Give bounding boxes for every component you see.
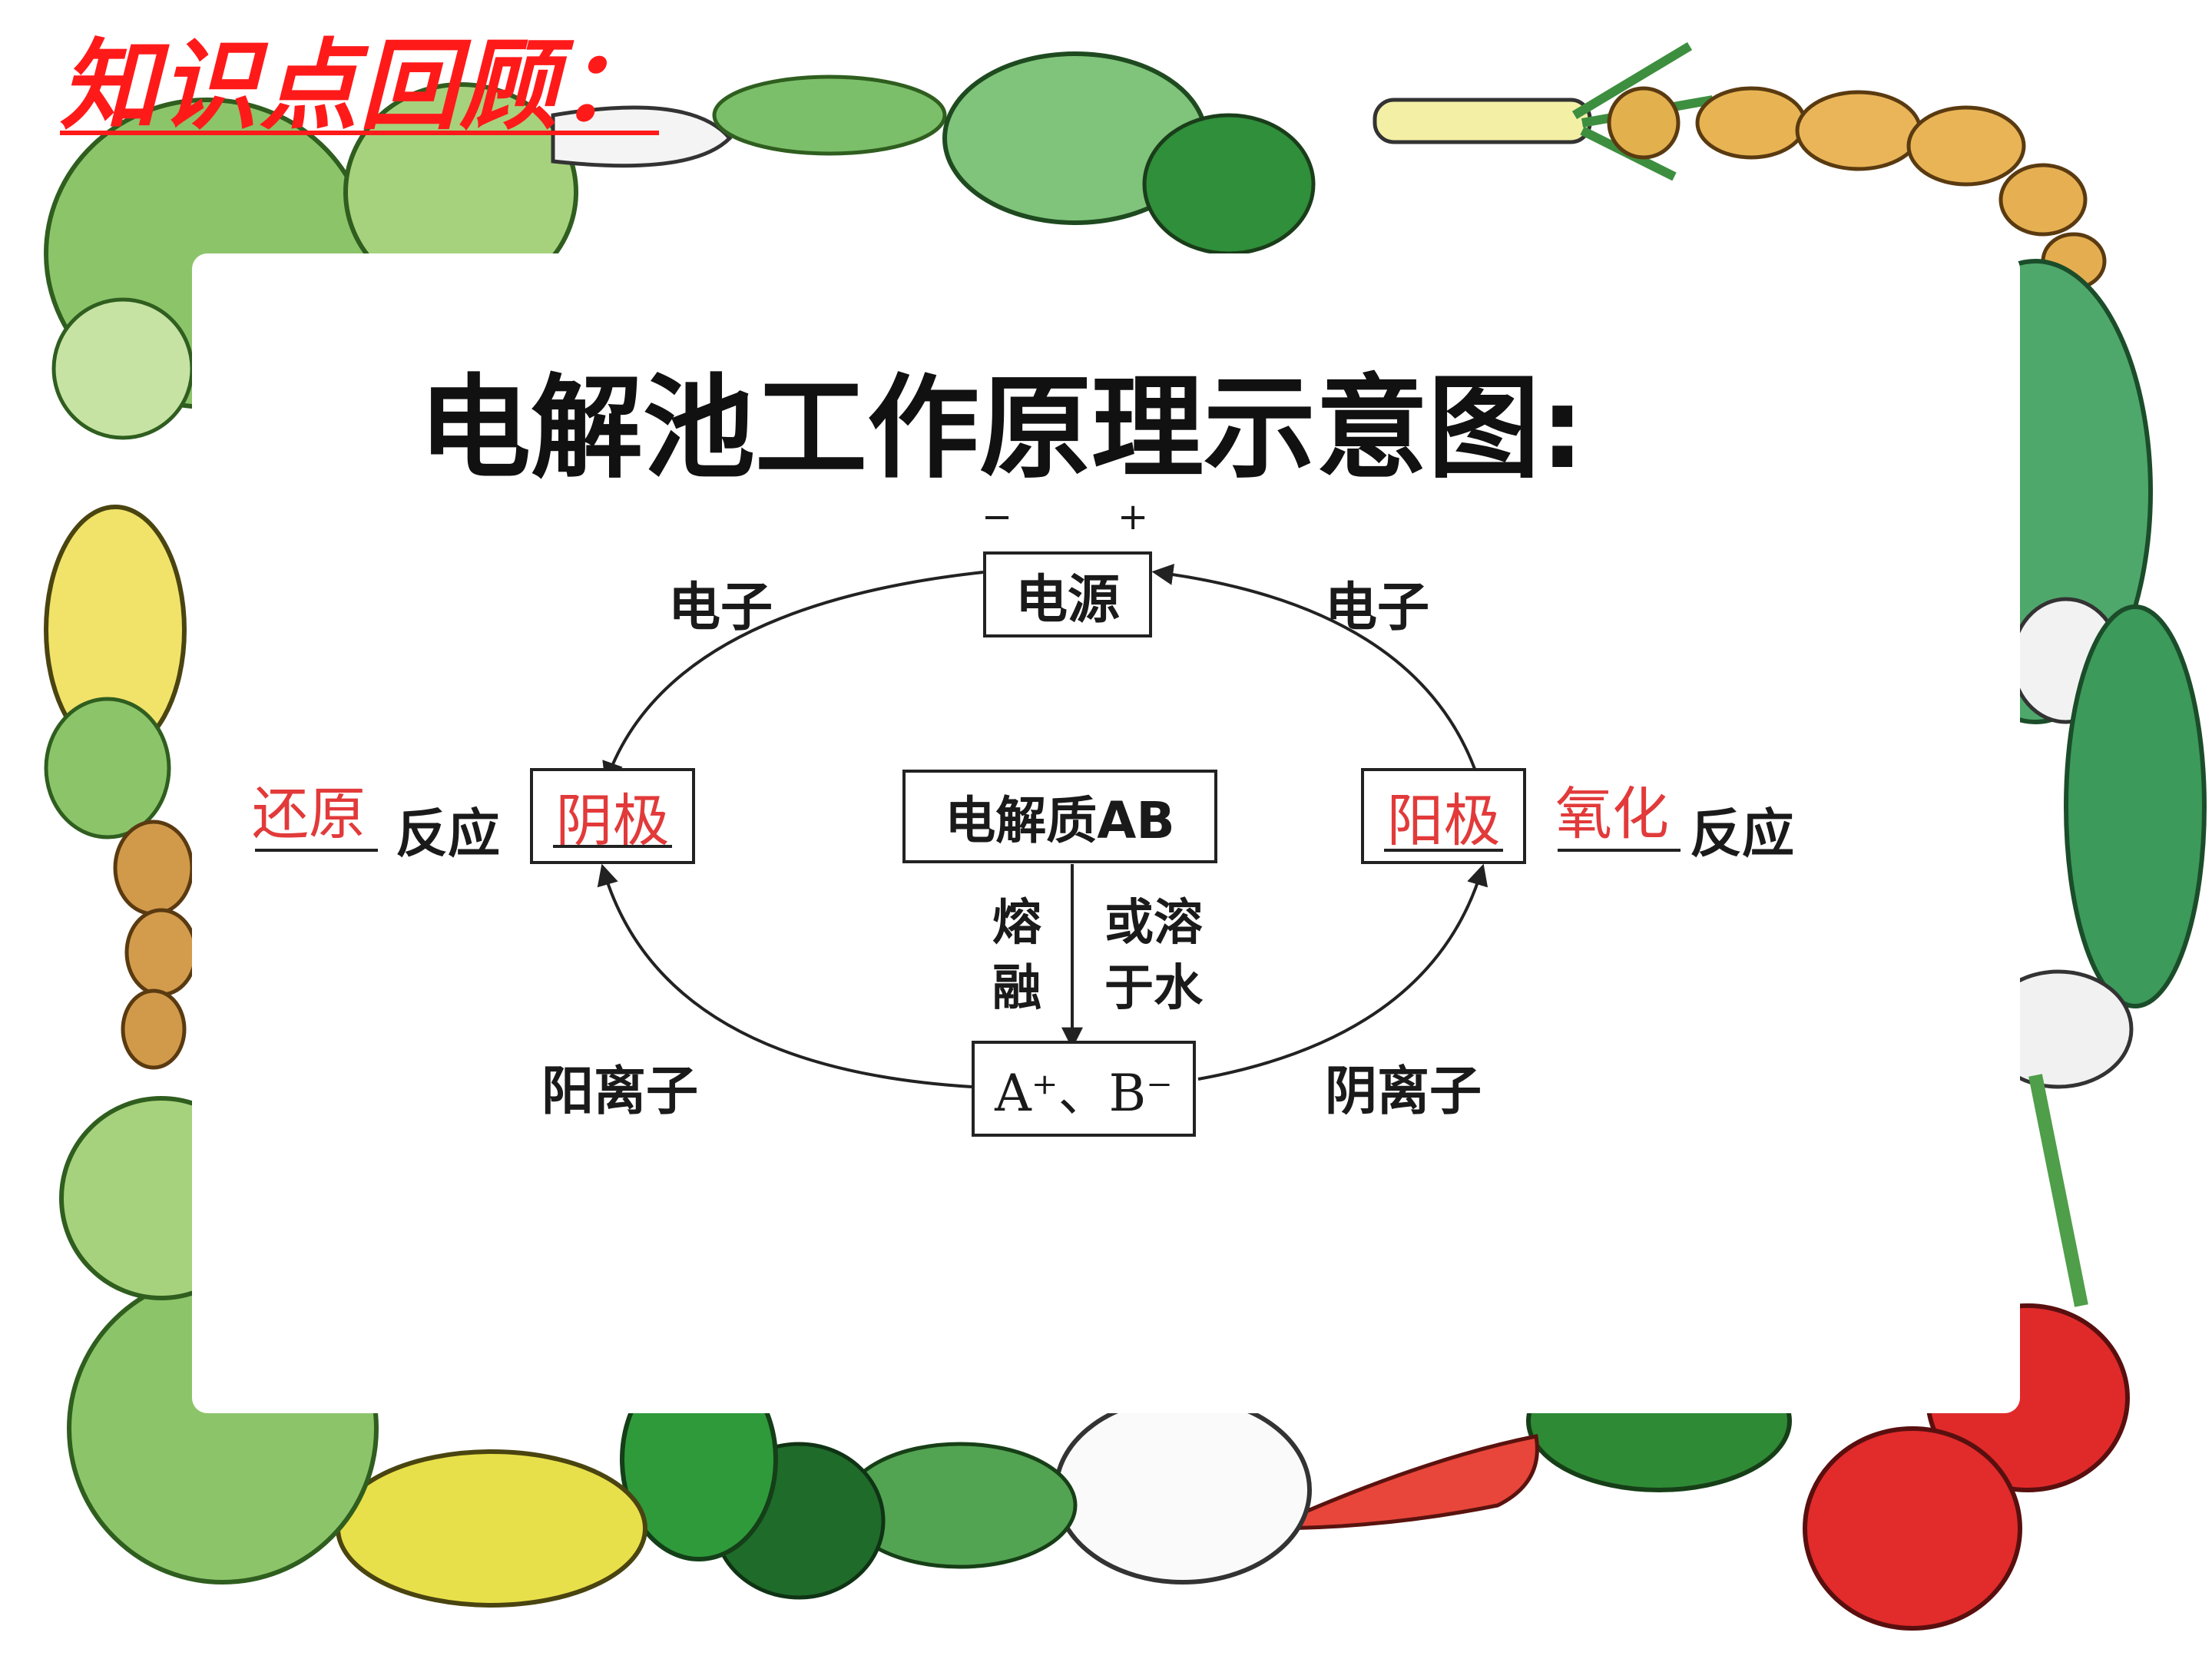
- arc-electron-left: [602, 571, 984, 784]
- carrot-bottom: [1266, 1434, 1539, 1531]
- arc-cation: [597, 863, 972, 1088]
- reaction-label-left: 反应: [396, 804, 501, 865]
- dissolve-label-2: 于水: [1104, 960, 1203, 1017]
- review-heading: 知识点回顾：: [60, 28, 660, 144]
- ions-box: A⁺、B⁻: [972, 1041, 1196, 1137]
- anode-reaction-answer: 氧化: [1555, 781, 1669, 847]
- anode-box: 阳极: [1361, 768, 1526, 864]
- arc-electron-right: [1151, 564, 1480, 780]
- cation-label: 阳离子: [541, 1061, 699, 1122]
- plus-sign: +: [1118, 495, 1149, 538]
- power-supply-box: 电源: [983, 551, 1152, 637]
- arc-anion: [1197, 863, 1488, 1081]
- anode-reaction-blank: [1558, 849, 1681, 852]
- melt-label-2: 融: [992, 960, 1041, 1017]
- dissolve-label-1: 或溶: [1104, 895, 1203, 952]
- anion-label: 阴离子: [1325, 1061, 1482, 1122]
- anode-underline: [1384, 849, 1503, 852]
- electron-label-left: 电子: [668, 578, 773, 638]
- electron-label-right: 电子: [1325, 578, 1430, 638]
- cathode-reaction-blank: [255, 849, 378, 852]
- electrolyte-box: 电解质AB: [902, 770, 1217, 863]
- cathode-box: 阴极: [530, 768, 695, 864]
- melt-label-1: 熔: [992, 895, 1041, 952]
- cathode-underline: [553, 845, 672, 848]
- radish-top: [551, 105, 733, 168]
- minus-sign: −: [982, 495, 1013, 538]
- cathode-reaction-answer: 还原: [252, 781, 366, 847]
- reaction-label-right: 反应: [1690, 804, 1795, 865]
- sausage: [1607, 86, 1681, 160]
- diagram-title: 电解池工作原理示意图:: [419, 363, 1585, 494]
